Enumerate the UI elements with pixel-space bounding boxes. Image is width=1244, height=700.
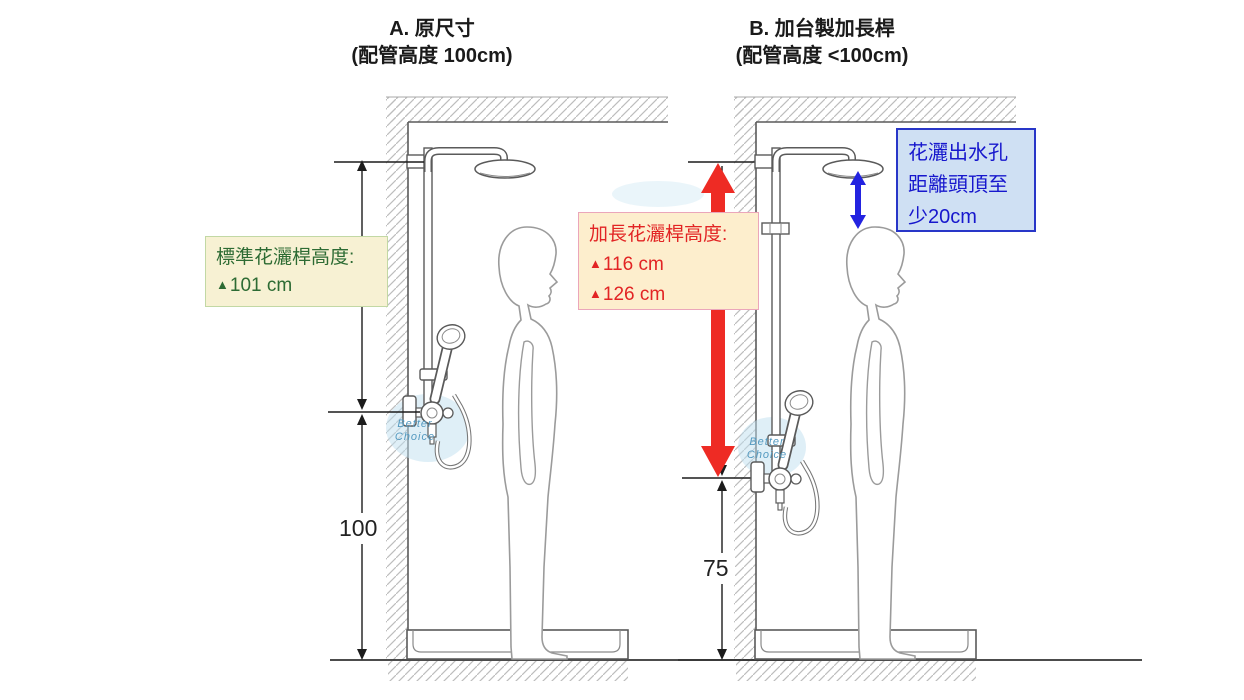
standard-rail-height-value: ▲101 cm bbox=[216, 275, 293, 296]
diagram-a-title-line1: A. 原尺寸 bbox=[389, 18, 475, 40]
triangle-marker-icon: ▲ bbox=[589, 256, 603, 271]
person-a bbox=[497, 226, 568, 660]
person-b bbox=[845, 226, 916, 660]
diagram-a-title-line2: (配管高度 100cm) bbox=[351, 45, 513, 67]
head-clearance-line1: 花灑出水孔 bbox=[908, 142, 1008, 164]
extension-coupling bbox=[761, 222, 790, 235]
watermark-a: Better Choice bbox=[394, 418, 436, 443]
triangle-marker-icon: ▲ bbox=[216, 277, 230, 292]
watermark-b: Better Choice bbox=[746, 436, 788, 461]
red-extension-arrow bbox=[701, 163, 735, 477]
triangle-marker-icon: ▲ bbox=[589, 286, 603, 301]
head-clearance-line3: 少20cm bbox=[908, 206, 977, 228]
extended-rail-height-callout: 加長花灑桿高度: ▲116 cm ▲126 cm bbox=[578, 212, 759, 310]
diagram-b-title: B. 加台製加長桿 (配管高度 <100cm) bbox=[710, 16, 934, 70]
standard-rail-height-callout: 標準花灑桿高度: ▲101 cm bbox=[205, 236, 388, 307]
diagram-b-title-line2: (配管高度 <100cm) bbox=[735, 45, 909, 67]
head-clearance-callout: 花灑出水孔 距離頭頂至 少20cm bbox=[896, 128, 1036, 232]
rain-shower-head-b bbox=[822, 159, 884, 179]
blue-clearance-arrow bbox=[850, 171, 866, 229]
standard-rail-height-title: 標準花灑桿高度: bbox=[216, 247, 355, 268]
extended-rail-height-title: 加長花灑桿高度: bbox=[589, 224, 728, 245]
rain-shower-head-a bbox=[474, 159, 536, 179]
watermark-smudge bbox=[612, 181, 704, 207]
dimension-75-label: 75 bbox=[697, 553, 735, 584]
head-clearance-line2: 距離頭頂至 bbox=[908, 174, 1008, 196]
diagram-b-title-line1: B. 加台製加長桿 bbox=[749, 18, 895, 40]
shower-column-a bbox=[406, 147, 536, 416]
diagram-a-title: A. 原尺寸 (配管高度 100cm) bbox=[322, 16, 542, 70]
dimension-100-label: 100 bbox=[333, 513, 384, 544]
extended-rail-height-value2: ▲126 cm bbox=[589, 284, 666, 305]
extended-rail-height-value1: ▲116 cm bbox=[589, 254, 664, 275]
